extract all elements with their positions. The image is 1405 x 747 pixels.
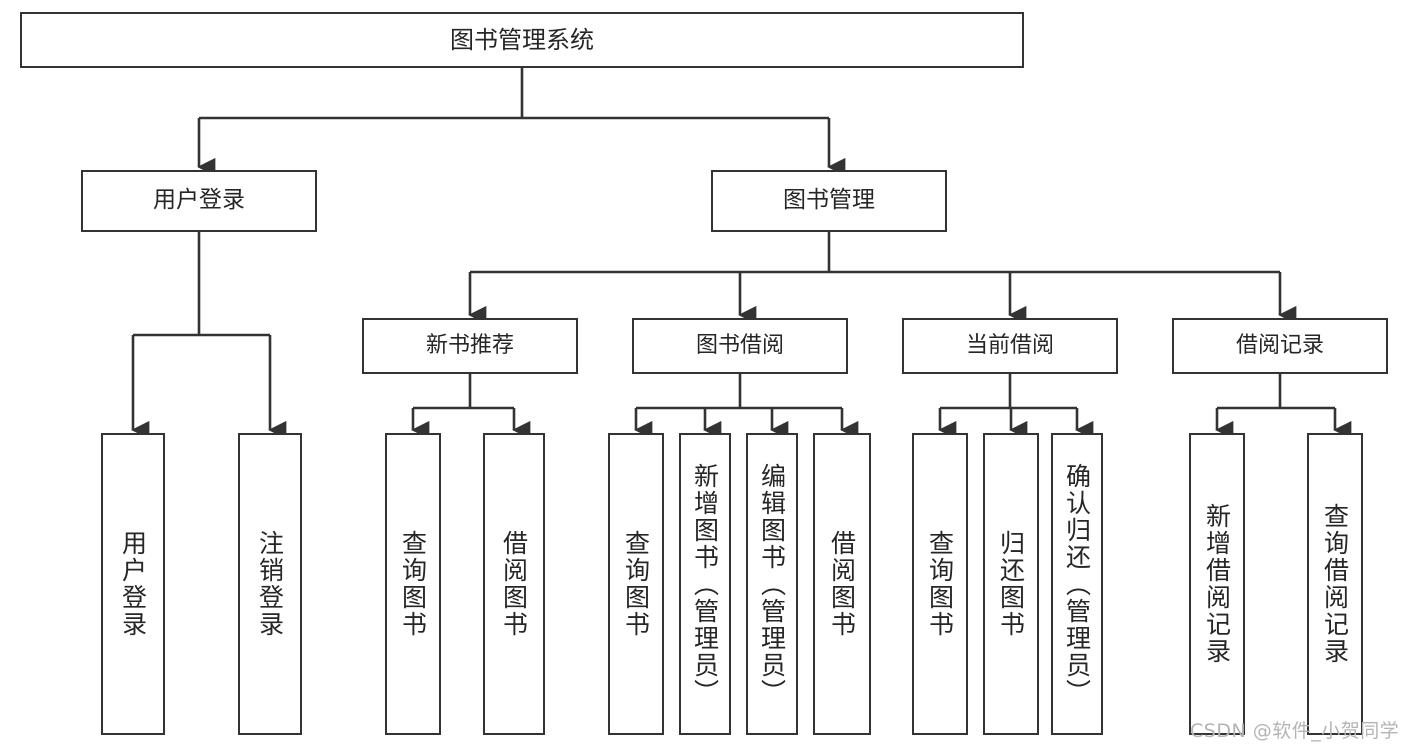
- node-leaf-query-borrow-record-label: 查询借阅记录: [1320, 503, 1350, 665]
- node-leaf-query-book-rec[interactable]: 查询图书: [385, 433, 441, 735]
- node-current-borrow[interactable]: 当前借阅: [902, 318, 1118, 374]
- node-user-login-label: 用户登录: [153, 187, 245, 214]
- node-leaf-query-book-rec-label: 查询图书: [398, 530, 428, 638]
- node-leaf-add-borrow-record-label: 新增借阅记录: [1202, 503, 1232, 665]
- node-new-book-rec-label: 新书推荐: [425, 333, 514, 359]
- node-user-login[interactable]: 用户登录: [81, 170, 317, 232]
- node-leaf-query-book-current[interactable]: 查询图书: [912, 433, 968, 735]
- node-leaf-user-login[interactable]: 用户登录: [101, 433, 165, 735]
- node-current-borrow-label: 当前借阅: [965, 333, 1054, 359]
- node-leaf-borrow-book-rec-label: 借阅图书: [499, 530, 529, 638]
- node-book-manage-label: 图书管理: [783, 187, 875, 214]
- node-book-borrow[interactable]: 图书借阅: [632, 318, 848, 374]
- node-leaf-borrow-book-label: 借阅图书: [827, 530, 857, 638]
- node-book-borrow-label: 图书借阅: [695, 333, 784, 359]
- node-leaf-add-book-label: 新增图书（管理员）: [690, 462, 720, 706]
- node-leaf-logout-label: 注销登录: [255, 530, 285, 638]
- node-new-book-rec[interactable]: 新书推荐: [362, 318, 578, 374]
- node-leaf-borrow-book-rec[interactable]: 借阅图书: [483, 433, 545, 735]
- node-leaf-return-book[interactable]: 归还图书: [983, 433, 1039, 735]
- node-leaf-borrow-book[interactable]: 借阅图书: [813, 433, 871, 735]
- node-leaf-confirm-return[interactable]: 确认归还（管理员）: [1051, 433, 1103, 735]
- node-leaf-query-borrow-record[interactable]: 查询借阅记录: [1307, 433, 1363, 735]
- node-leaf-query-book-current-label: 查询图书: [925, 530, 955, 638]
- node-leaf-return-book-label: 归还图书: [996, 530, 1026, 638]
- node-borrow-record-label: 借阅记录: [1235, 333, 1324, 359]
- node-leaf-logout[interactable]: 注销登录: [238, 433, 302, 735]
- node-root-label: 图书管理系统: [450, 25, 594, 54]
- node-book-manage[interactable]: 图书管理: [711, 170, 947, 232]
- node-leaf-user-login-label: 用户登录: [118, 530, 148, 638]
- node-root[interactable]: 图书管理系统: [20, 12, 1024, 68]
- node-leaf-edit-book[interactable]: 编辑图书（管理员）: [746, 433, 798, 735]
- node-borrow-record[interactable]: 借阅记录: [1172, 318, 1388, 374]
- node-leaf-edit-book-label: 编辑图书（管理员）: [757, 462, 787, 706]
- node-leaf-add-borrow-record[interactable]: 新增借阅记录: [1189, 433, 1245, 735]
- node-leaf-add-book[interactable]: 新增图书（管理员）: [679, 433, 731, 735]
- node-leaf-query-book-borrow[interactable]: 查询图书: [608, 433, 664, 735]
- node-leaf-query-book-borrow-label: 查询图书: [621, 530, 651, 638]
- node-leaf-confirm-return-label: 确认归还（管理员）: [1062, 462, 1092, 706]
